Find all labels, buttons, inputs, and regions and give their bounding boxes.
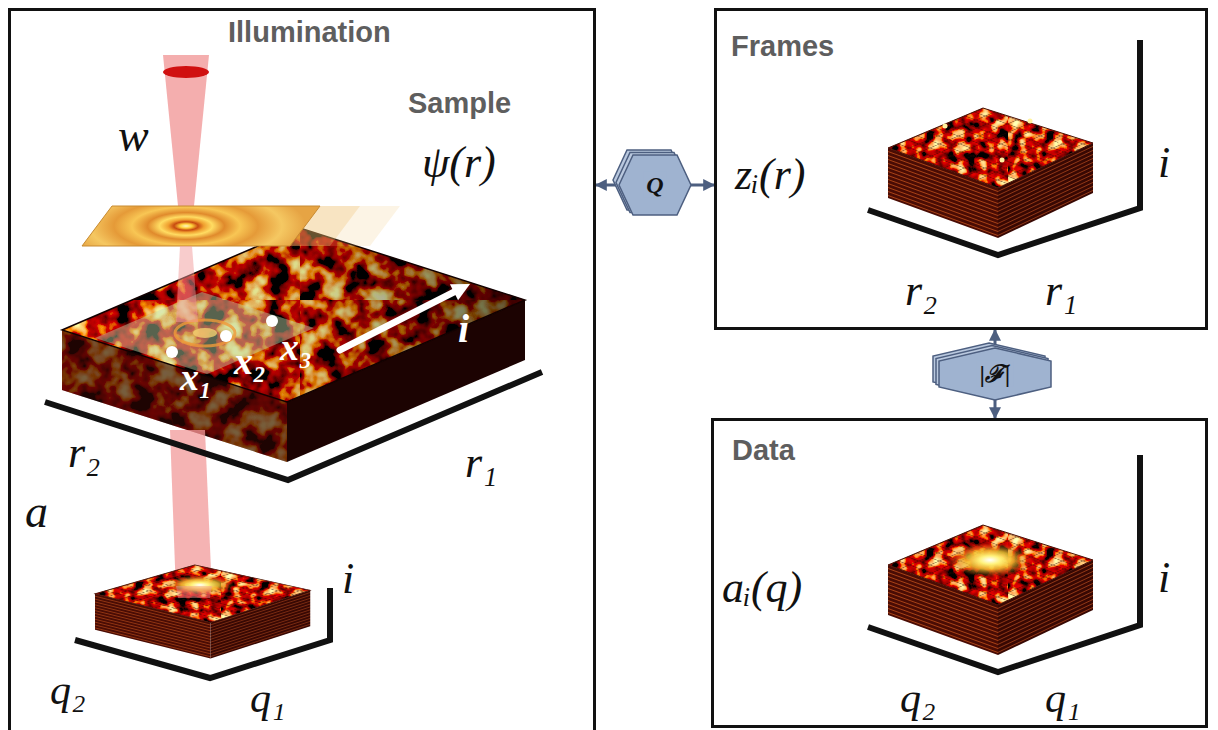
math-label: i xyxy=(458,308,469,350)
math-label: i xyxy=(1158,555,1170,601)
math-label: r₁ xyxy=(465,440,497,486)
math-label: x₃ xyxy=(280,328,312,368)
math-label: q₂ xyxy=(50,668,86,712)
math-label: x₂ xyxy=(234,342,266,382)
math-label: r₂ xyxy=(68,430,100,476)
panel-heading: Illumination xyxy=(228,17,391,49)
operator-label: Q xyxy=(643,172,666,198)
math-label: aᵢ(q) xyxy=(722,565,802,611)
beam xyxy=(163,55,209,226)
probe-ring xyxy=(175,320,235,346)
panel-heading: Data xyxy=(732,435,795,467)
beam xyxy=(176,246,198,322)
panel-heading: Sample xyxy=(408,88,511,120)
bright-pixel xyxy=(1000,158,1005,163)
probe-plane xyxy=(82,206,320,246)
axis-line xyxy=(868,455,1140,672)
math-label: r₁ xyxy=(1045,268,1077,314)
operator-label: |ℱ| xyxy=(977,361,1014,387)
frames-stack xyxy=(888,108,1093,238)
probe-core xyxy=(193,328,217,338)
math-label: q₂ xyxy=(900,676,936,720)
data-stack xyxy=(888,525,1093,655)
operator-connector-group xyxy=(933,330,1051,418)
math-label: a xyxy=(25,488,48,536)
math-label: ψ(r) xyxy=(422,140,496,186)
slab-top xyxy=(62,228,525,402)
bright-pixel xyxy=(1028,119,1033,124)
probe-plane-edge xyxy=(82,206,320,246)
slab-edge xyxy=(62,228,525,402)
bright-pixel xyxy=(943,124,948,129)
scan-dot xyxy=(266,315,278,327)
math-label: r₂ xyxy=(905,268,937,314)
scan-dot xyxy=(166,346,178,358)
hot-spot xyxy=(948,543,1032,577)
math-label: q₁ xyxy=(250,676,286,720)
operator-icon xyxy=(613,150,691,215)
data-stack xyxy=(95,565,310,659)
scan-dot xyxy=(220,330,232,342)
operator-hexagon xyxy=(939,348,1051,400)
lens-ring xyxy=(163,66,209,78)
scan-arrowhead xyxy=(450,284,470,300)
math-label: w xyxy=(118,112,149,160)
panel-heading: Frames xyxy=(731,31,834,63)
beam xyxy=(176,586,212,598)
panel-box: IlluminationSample xyxy=(8,8,596,730)
slab-shade xyxy=(62,228,525,402)
operator-icon xyxy=(933,343,1051,400)
operator-connector-group xyxy=(596,150,714,215)
axis-line xyxy=(75,588,330,678)
math-label: zᵢ(r) xyxy=(735,152,806,198)
math-label: q₁ xyxy=(1045,676,1081,720)
math-label: i xyxy=(1158,140,1170,186)
bright-pixel xyxy=(1058,140,1062,144)
operator-hexagon xyxy=(619,155,691,215)
scan-arrow xyxy=(340,291,456,350)
math-label: x₁ xyxy=(180,358,212,398)
axis-line xyxy=(868,40,1140,255)
math-label: i xyxy=(342,556,354,602)
